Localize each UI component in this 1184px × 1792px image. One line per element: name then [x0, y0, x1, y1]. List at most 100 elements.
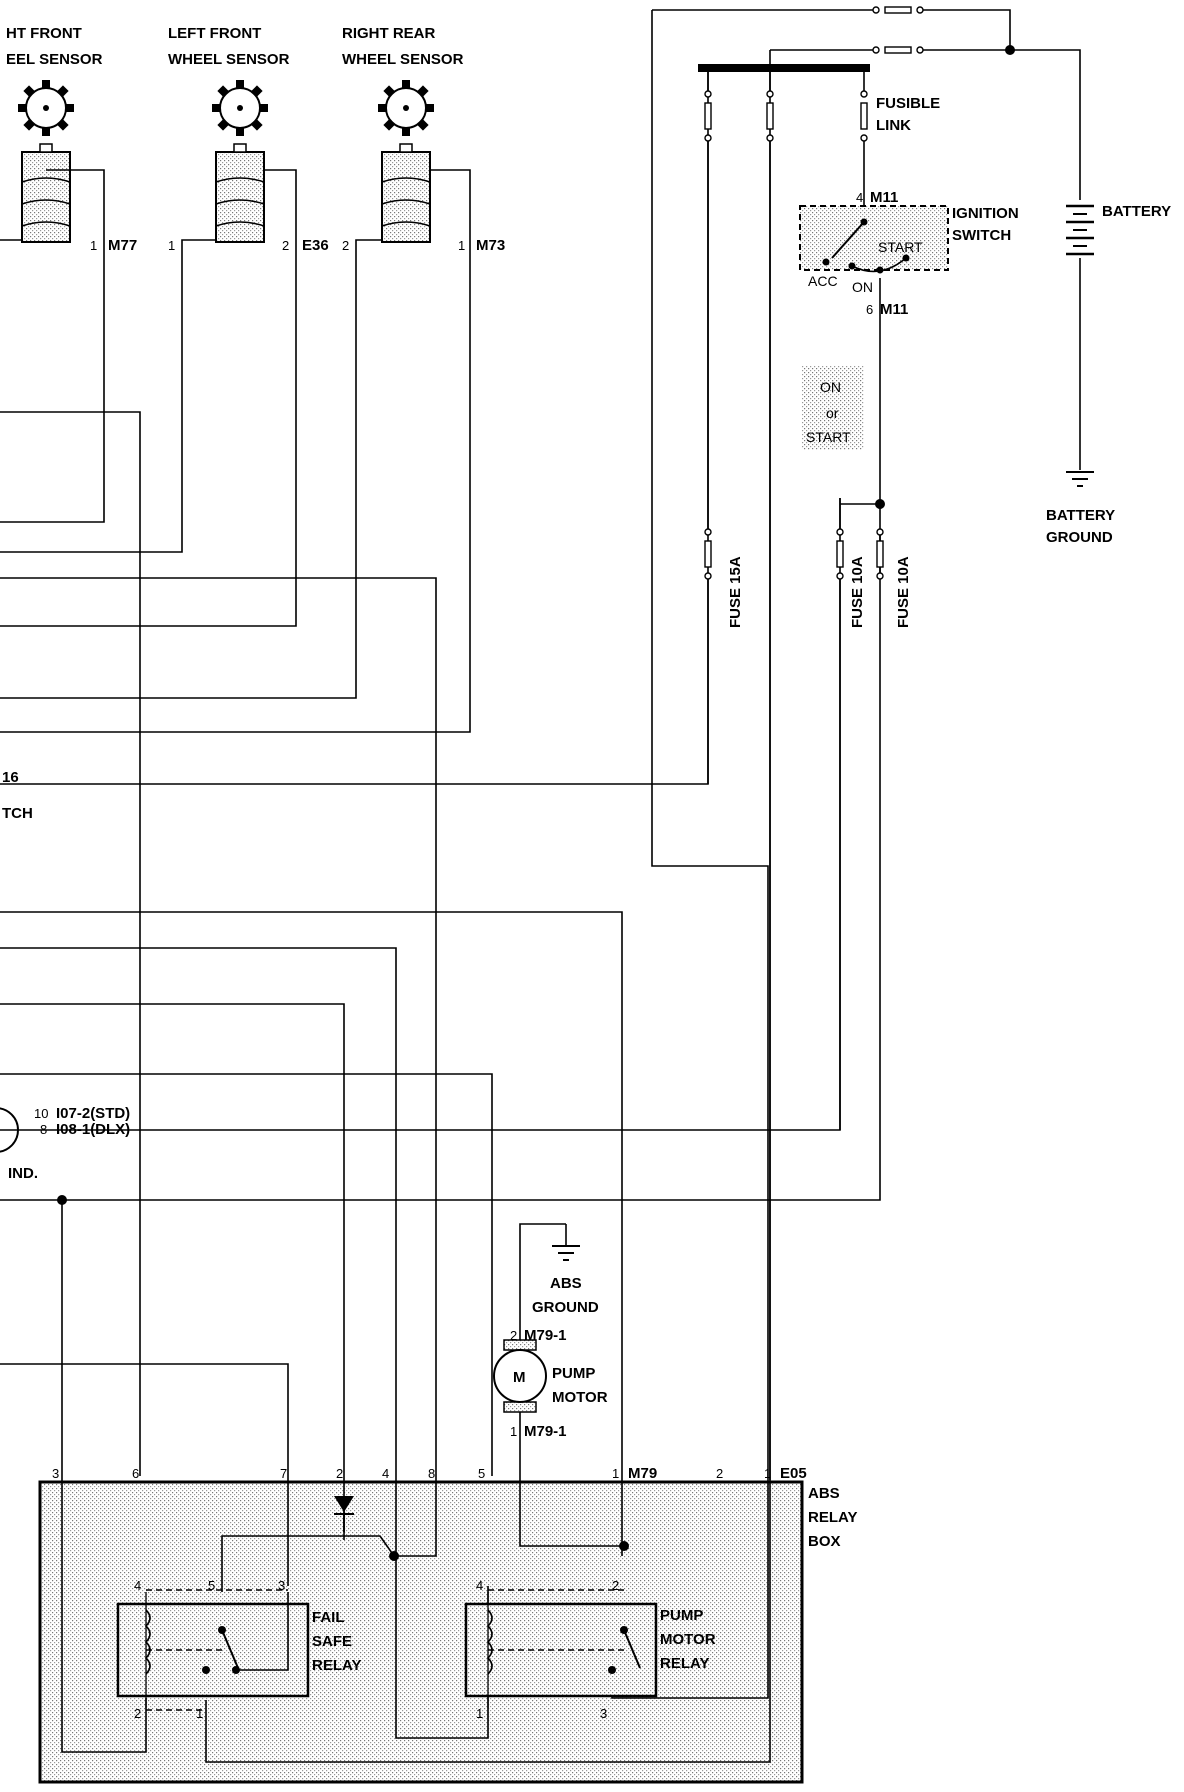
- on-or-start-line1: ON: [820, 379, 841, 395]
- battery-icon: [1066, 204, 1094, 256]
- relay-box-pin-8: 8: [428, 1466, 435, 1481]
- fuse-10a-right-label: FUSE 10A: [895, 556, 912, 628]
- relay-box-pin-7: 7: [280, 1466, 287, 1481]
- right-rear-sensor-label-line2: WHEEL SENSOR: [342, 51, 464, 68]
- relay-box-pin-4: 4: [382, 1466, 389, 1481]
- ignition-switch-label-line2: SWITCH: [952, 227, 1011, 244]
- ind-connector-std: I07-2(STD): [56, 1105, 130, 1122]
- right-rear-pin-a: 2: [342, 238, 349, 253]
- fusible-link-bus-bar: [698, 64, 870, 72]
- abs-relay-box-label-line2: RELAY: [808, 1509, 857, 1526]
- relay-box-pin-2-e05: 2: [716, 1466, 723, 1481]
- fail-safe-pin-5: 5: [208, 1578, 215, 1593]
- relay-box-connector-m79: M79: [628, 1465, 657, 1482]
- relay-box-pin-1-m79: 1: [612, 1466, 619, 1481]
- pump-motor-label-line1: PUMP: [552, 1365, 595, 1382]
- right-front-wheel-sensor: [17, 79, 75, 243]
- abs-relay-box-label-line3: BOX: [808, 1533, 841, 1550]
- relay-box-pin-5: 5: [478, 1466, 485, 1481]
- ind-connector-dlx: I08-1(DLX): [56, 1121, 130, 1138]
- pump-motor-relay: [464, 1589, 658, 1708]
- switch-label: TCH: [2, 805, 33, 822]
- fail-safe-relay-label-line3: RELAY: [312, 1657, 361, 1674]
- left-front-sensor-label-line2: WHEEL SENSOR: [168, 51, 290, 68]
- ignition-connector-bottom: M11: [880, 301, 908, 318]
- ignition-switch: [799, 205, 949, 274]
- battery-ground-icon: [1066, 471, 1094, 487]
- right-front-sensor-label-line2: EEL SENSOR: [6, 51, 103, 68]
- ignition-pin-top: 4: [856, 190, 863, 205]
- ignition-start-label: START: [878, 239, 923, 255]
- fail-safe-pin-4: 4: [134, 1578, 141, 1593]
- abs-relay-box-label-line1: ABS: [808, 1485, 840, 1502]
- on-or-start-line3: START: [806, 429, 851, 445]
- relay-box-pin-2: 2: [336, 1466, 343, 1481]
- fusible-link-label-line1: FUSIBLE: [876, 95, 940, 112]
- right-front-sensor-label-line1: HT FRONT: [6, 25, 82, 42]
- ind-label: IND.: [8, 1165, 38, 1182]
- pump-motor-icon: [493, 1339, 547, 1413]
- relay-box-pin-6: 6: [132, 1466, 139, 1481]
- fail-safe-relay-label-line2: SAFE: [312, 1633, 352, 1650]
- fuse-10a-left-label: FUSE 10A: [849, 556, 866, 628]
- pump-connector-top: M79-1: [524, 1327, 567, 1344]
- ind-pin-top: 10: [34, 1106, 48, 1121]
- left-front-wheel-sensor: [211, 79, 269, 243]
- left-front-connector: E36: [302, 237, 329, 254]
- right-rear-pin-b: 1: [458, 238, 465, 253]
- junction-dots: [57, 45, 1015, 1561]
- ignition-connector-top: M11: [870, 189, 898, 206]
- fail-safe-pin-3: 3: [278, 1578, 285, 1593]
- fuse-15a-label: FUSE 15A: [727, 556, 744, 628]
- right-rear-connector: M73: [476, 237, 505, 254]
- abs-ground-label-line1: ABS: [550, 1275, 582, 1292]
- ignition-pin-bottom: 6: [866, 302, 873, 317]
- fail-safe-pin-2: 2: [134, 1706, 141, 1721]
- ignition-on-label: ON: [852, 279, 873, 295]
- ind-pin-bottom: 8: [40, 1122, 47, 1137]
- diode-icon: [334, 1496, 354, 1540]
- pump-motor-relay-label-line2: MOTOR: [660, 1631, 716, 1648]
- relay-box-pin-1-e05: 1: [764, 1466, 771, 1481]
- fail-safe-relay: [116, 1589, 310, 1711]
- left-front-sensor-label-line1: LEFT FRONT: [168, 25, 261, 42]
- pump-connector-bottom: M79-1: [524, 1423, 567, 1440]
- pump-relay-pin-4: 4: [476, 1578, 483, 1593]
- abs-ground-icon: [552, 1224, 580, 1261]
- right-rear-wheel-sensor: [377, 79, 435, 243]
- pump-motor-relay-label-line3: RELAY: [660, 1655, 709, 1672]
- fail-safe-relay-label-line1: FAIL: [312, 1609, 345, 1626]
- pump-relay-pin-2: 2: [612, 1578, 619, 1593]
- abs-ground-label-line2: GROUND: [532, 1299, 599, 1316]
- relay-box-pin-3: 3: [52, 1466, 59, 1481]
- top-fuse-2: [872, 46, 924, 54]
- pump-relay-pin-3: 3: [600, 1706, 607, 1721]
- battery-ground-label-line2: GROUND: [1046, 529, 1113, 546]
- right-front-pin: 1: [90, 238, 97, 253]
- pump-motor-relay-label-line1: PUMP: [660, 1607, 703, 1624]
- switch-connector-label: 16: [2, 769, 19, 786]
- wiring: [0, 9, 1081, 1763]
- left-front-pin-a: 1: [168, 238, 175, 253]
- pump-pin-bottom: 1: [510, 1424, 517, 1439]
- relay-box-connector-e05: E05: [780, 1465, 807, 1482]
- right-front-connector: M77: [108, 237, 137, 254]
- fusible-link-label-line2: LINK: [876, 117, 911, 134]
- pump-motor-symbol: M: [513, 1369, 526, 1386]
- left-front-pin-b: 2: [282, 238, 289, 253]
- ignition-acc-label: ACC: [808, 273, 838, 289]
- on-or-start-box: [802, 366, 864, 450]
- top-fuse-1: [872, 6, 924, 14]
- battery-label: BATTERY: [1102, 203, 1171, 220]
- pump-pin-top: 2: [510, 1328, 517, 1343]
- ignition-switch-label-line1: IGNITION: [952, 205, 1019, 222]
- on-or-start-line2: or: [826, 405, 839, 421]
- pump-motor-label-line2: MOTOR: [552, 1389, 608, 1406]
- pump-relay-pin-1: 1: [476, 1706, 483, 1721]
- fusible-link-fuse-3: [860, 90, 868, 142]
- right-rear-sensor-label-line1: RIGHT REAR: [342, 25, 436, 42]
- fail-safe-pin-1: 1: [196, 1706, 203, 1721]
- battery-ground-label-line1: BATTERY: [1046, 507, 1115, 524]
- abs-indicator-lamp-icon: [0, 1107, 19, 1153]
